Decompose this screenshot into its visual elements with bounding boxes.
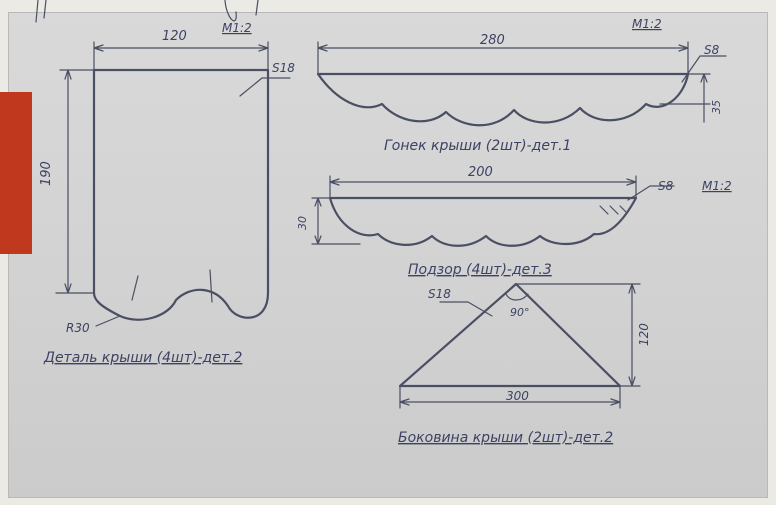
roof-side-base-dim xyxy=(399,385,621,409)
roof-side-height-label: 120 xyxy=(637,323,651,346)
roof-panel-radius-leader xyxy=(95,315,121,327)
roof-panel-radius-label: R30 xyxy=(66,321,90,335)
valance-thickness-leader xyxy=(627,185,675,201)
roof-panel-outline xyxy=(92,68,270,321)
roof-panel-width-dim xyxy=(93,41,269,71)
roof-ridge-scale-label: M1:2 xyxy=(632,17,662,31)
drawing-sheet xyxy=(8,12,768,498)
roof-side-thickness-leader xyxy=(439,301,493,317)
roof-panel-centerlines xyxy=(131,269,213,303)
roof-panel-caption: Деталь крыши (4шт)-дет.2 xyxy=(43,350,242,366)
roof-side-outline xyxy=(398,282,622,388)
roof-ridge-length-dim xyxy=(317,41,689,75)
roof-panel-height-dim xyxy=(55,69,95,294)
roof-ridge-height-dim xyxy=(659,73,711,123)
roof-side-part: S18 90° 300 120 Боковина крыши (2шт)-дет… xyxy=(398,282,651,446)
roof-panel-height-label: 190 xyxy=(39,161,54,186)
valance-height-label: 30 xyxy=(296,216,309,230)
valance-hatch xyxy=(599,205,627,215)
roof-side-base-label: 300 xyxy=(506,389,529,403)
roof-ridge-outline xyxy=(316,72,690,127)
roof-side-right-angle xyxy=(505,293,529,301)
valance-caption: Подзор (4шт)-дет.3 xyxy=(408,262,552,278)
roof-side-caption: Боковина крыши (2шт)-дет.2 xyxy=(398,430,613,446)
valance-length-label: 200 xyxy=(468,165,493,180)
roof-panel-thickness-label: S18 xyxy=(272,61,295,75)
roof-panel-width-label: 120 xyxy=(162,29,187,44)
roof-ridge-length-label: 280 xyxy=(480,33,505,48)
valance-thickness-label: S8 xyxy=(658,179,674,193)
roof-panel-scale-label: M1:2 xyxy=(222,21,252,35)
sketch-mark-top xyxy=(35,0,259,23)
roof-ridge-caption: Гонек крыши (2шт)-дет.1 xyxy=(384,138,571,154)
roof-ridge-height-label: 35 xyxy=(710,100,723,114)
roof-side-height-dim xyxy=(515,283,641,387)
roof-panel-thickness-leader xyxy=(239,77,291,97)
valance-part: 200 S8 M1:2 30 Подзор (4шт)-дет.3 xyxy=(296,165,732,278)
roof-panel-part: 120 M1:2 S18 190 R30 Деталь крыши (4шт)-… xyxy=(39,21,295,366)
valance-outline xyxy=(328,196,638,247)
roof-side-thickness-label: S18 xyxy=(428,287,451,301)
roof-ridge-thickness-leader xyxy=(681,55,727,83)
roof-ridge-thickness-label: S8 xyxy=(704,43,720,57)
valance-scale-label: M1:2 xyxy=(702,179,732,193)
roof-ridge-part: 280 M1:2 S8 35 Гонек крыши (2шт)-дет.1 xyxy=(316,17,727,154)
valance-length-dim xyxy=(329,175,637,199)
valance-height-dim xyxy=(311,197,361,245)
red-slide-accent xyxy=(0,92,32,254)
roof-side-angle-label: 90° xyxy=(510,306,530,319)
